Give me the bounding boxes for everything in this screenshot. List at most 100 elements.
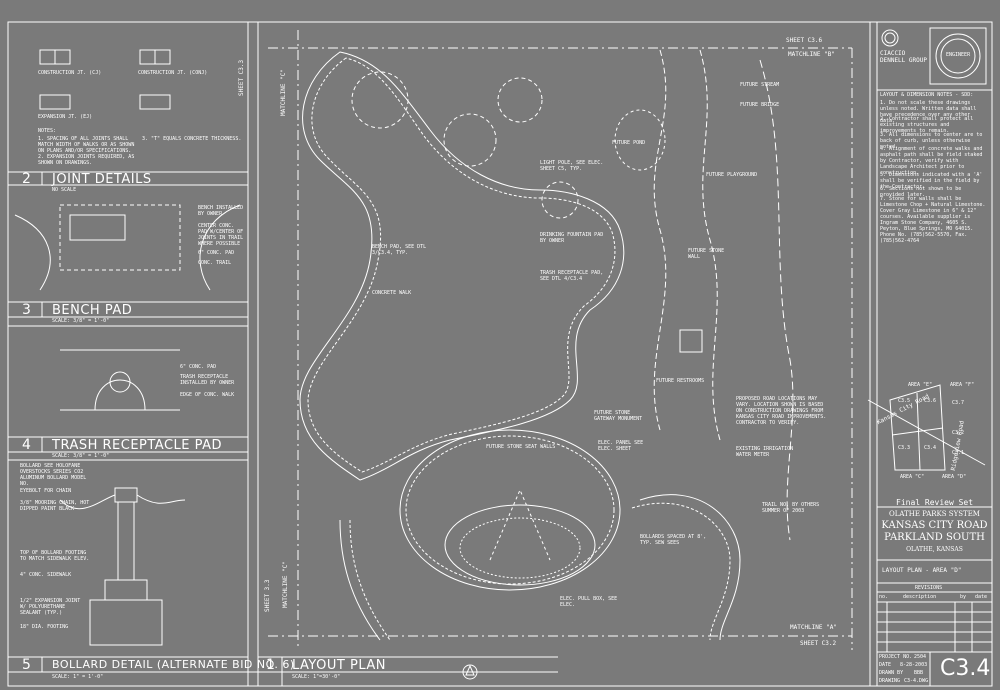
- detail-scale: SCALE: 3/8" = 1'-0": [52, 453, 110, 459]
- layout-note: 3. All dimensions to center are to back …: [880, 132, 983, 150]
- layout-note: 6. Sections not shown to be provided lat…: [880, 186, 962, 198]
- area-label: C3.4: [924, 445, 937, 451]
- plan-callout: PROPOSED ROAD LOCATIONS MAY VARY. LOCATI…: [736, 396, 827, 426]
- trash-label: EDGE OF CONC. WALK: [180, 392, 235, 398]
- detail-number: 4: [22, 437, 31, 453]
- layout-note: 1. Do not scale these drawings unless no…: [880, 100, 977, 124]
- tb-label: PROJECT NO.: [879, 654, 913, 660]
- plan-callout: FUTURE BRIDGE: [740, 102, 780, 108]
- sheet-ref: SHEET 3.3: [264, 579, 271, 612]
- rev-col: no.: [879, 594, 889, 600]
- area-label: C3.6: [924, 398, 937, 404]
- plan-callout: FUTURE POND: [612, 140, 646, 146]
- detail-title-trash: TRASH RECEPTACLE PAD: [52, 438, 223, 453]
- detail-title-bollard: BOLLARD DETAIL (ALTERNATE BID NO. 6): [52, 658, 295, 671]
- plan-callout: BOLLARDS SPACED AT 8', TYP. SEW SEES: [640, 534, 707, 546]
- bench-label: CONC. TRAIL: [198, 260, 232, 266]
- project-title: PARKLAND SOUTH: [884, 532, 985, 543]
- detail-number: 2: [22, 171, 31, 187]
- tb-label: DRAWING: [879, 678, 901, 684]
- area-label: C3.1: [952, 450, 965, 456]
- detail-number: 3: [22, 302, 31, 318]
- joint-label: EXPANSION JT. (EJ): [38, 114, 93, 120]
- sheet-description: LAYOUT PLAN - AREA "D": [882, 567, 962, 574]
- detail-title-bench: BENCH PAD: [52, 303, 133, 318]
- detail-scale: SCALE: 1" = 1'-0": [52, 674, 104, 680]
- detail-scale: SCALE: 1"=30'-0": [292, 674, 341, 680]
- sheet-border: [7, 21, 993, 687]
- bollard-label: TOP OF BOLLARD FOOTING TO MATCH SIDEWALK…: [20, 550, 90, 562]
- area-label: C3.3: [898, 445, 911, 451]
- notes-heading: LAYOUT & DIMENSION NOTES - SDD:: [880, 92, 974, 98]
- sheet-ref: SHEET C3.6: [786, 37, 823, 44]
- plan-callout: TRAIL NO. BY OTHERS SUMMER OF 2003: [762, 502, 820, 514]
- tb-value: 8-28-2003: [900, 662, 928, 668]
- bollard-label: 3/8" MOORING CHAIN, HOT DIPPED PAINT BLA…: [20, 500, 90, 512]
- review-set-label: Final Review Set: [896, 498, 974, 507]
- matchline-label: MATCHLINE "C": [282, 561, 289, 608]
- project-title: KANSAS CITY ROAD: [881, 520, 988, 531]
- detail-title-layout: LAYOUT PLAN: [292, 658, 386, 673]
- plan-callout: FUTURE STONE GATEWAY MONUMENT: [594, 410, 643, 422]
- trail-inner: [307, 57, 616, 473]
- sheet-ref: SHEET C3.2: [800, 640, 837, 647]
- joint-note: 2. EXPANSION JOINTS REQUIRED, AS SHOWN O…: [38, 154, 135, 166]
- rev-col: by: [960, 594, 967, 600]
- detail-title-joint: JOINT DETAILS: [52, 172, 152, 187]
- bollard-label: 4" CONC. SIDEWALK: [20, 572, 72, 578]
- detail-number: 5: [22, 657, 31, 673]
- layout-note: 5. Dimensions indicated with a 'A' shall…: [880, 172, 983, 190]
- matchline-label: MATCHLINE "C": [280, 69, 287, 116]
- bollard-label: 1/2" EXPANSION JOINT W/ POLYURETHANE SEA…: [20, 598, 81, 616]
- lower-walk-right: [639, 494, 741, 641]
- joint-label: CONSTRUCTION JT. (CJ): [38, 70, 102, 76]
- trash-label: 6" CONC. PAD: [180, 364, 217, 370]
- revisions-heading: REVISIONS: [915, 585, 943, 591]
- plan-callout: DRINKING FOUNTAIN PAD BY OWNER: [540, 232, 604, 244]
- plaza-ring: [399, 429, 621, 591]
- rev-col: date: [975, 594, 988, 600]
- layout-note: 4. Alignment of concrete walks and aspha…: [880, 146, 983, 176]
- plan-callout: LIGHT POLE, SEE ELEC. SHEET C5, TYP.: [540, 160, 604, 172]
- seal-text: ENGINEER: [946, 52, 971, 58]
- project-title: OLATHE PARKS SYSTEM: [889, 510, 980, 518]
- area-label: AREA "E": [908, 382, 933, 388]
- detail-number: 1: [266, 657, 275, 673]
- area-key-map: [889, 384, 946, 471]
- plan-callout: FUTURE STONE WALL: [688, 248, 725, 260]
- sheet-number: C3.4: [940, 656, 991, 681]
- bollard-label: BOLLARD SEE HOLOFANE OVERSTOCKS SERIES C…: [20, 463, 87, 487]
- area-label: AREA "C": [900, 474, 925, 480]
- rev-col: description: [903, 594, 937, 600]
- plan-callout: EXISTING IRRIGATION WATER METER: [736, 446, 794, 458]
- bench-label: 6" CONC. PAD: [198, 250, 235, 256]
- plan-callout: FUTURE RESTROOMS: [656, 378, 705, 384]
- joint-label: CONSTRUCTION JT. (CONJ): [138, 70, 208, 76]
- plan-callout: ELEC. PULL BOX, SEE ELEC.: [560, 596, 618, 608]
- plan-callout: FUTURE STREAM: [740, 82, 780, 88]
- tb-value: BBB: [914, 670, 924, 676]
- matchline-label: MATCHLINE "A": [790, 624, 837, 631]
- joint-note: 1. SPACING OF ALL JOINTS SHALL MATCH WID…: [38, 136, 135, 154]
- bollard-label: 18" DIA. FOOTING: [20, 624, 69, 630]
- project-city: OLATHE, KANSAS: [906, 546, 963, 553]
- plan-callout: FUTURE PLAYGROUND: [706, 172, 758, 178]
- bollard-label: EYEBOLT FOR CHAIN: [20, 488, 72, 494]
- area-label: C3.7: [952, 400, 965, 406]
- detail-scale: NO SCALE: [52, 187, 77, 193]
- area-label: AREA "F": [950, 382, 975, 388]
- lower-walk-left: [339, 519, 381, 641]
- bench-label: CENTER CONC. PAD W/CENTER OF JOINTS IN T…: [198, 223, 244, 247]
- plan-callout: ELEC. PANEL SEE ELEC. SHEET: [598, 440, 644, 452]
- notes-heading: NOTES:: [38, 128, 57, 134]
- layout-note: 2. Contractor shall protect all existing…: [880, 116, 974, 134]
- sheet-ref: SHEET C3.3: [238, 59, 245, 96]
- bench-label: BENCH INSTALLED BY OWNER: [198, 205, 244, 217]
- plan-callout: CONCRETE WALK: [372, 290, 412, 296]
- layout-note: 7. Stone for walls shall be Limestone Ch…: [880, 196, 986, 244]
- joint-note: 3. "T" EQUALS CONCRETE THICKNESS.: [142, 136, 242, 142]
- tb-value: C3-4.DWG: [904, 678, 929, 684]
- area-label: AREA "D": [942, 474, 967, 480]
